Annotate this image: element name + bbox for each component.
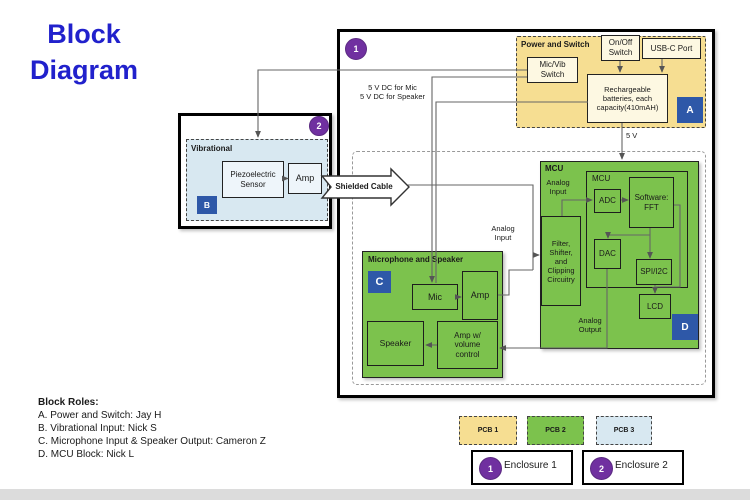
piezoelectric-sensor-box: Piezoelectric Sensor: [222, 161, 284, 198]
badge-a: A: [677, 97, 703, 123]
block-roles-heading: Block Roles:: [38, 397, 99, 408]
usb-c-port-box: USB-C Port: [642, 38, 701, 59]
legend-pcb2: PCB 2: [527, 416, 584, 445]
analog-input-wire-label: Analog Input: [491, 224, 515, 243]
lcd-box: LCD: [639, 294, 671, 319]
mcu-inner-title: MCU: [592, 174, 611, 183]
enclosure-2-marker: 2: [309, 116, 329, 136]
mic-amp-box: Amp: [462, 271, 498, 320]
badge-c: C: [368, 271, 391, 293]
enclosure-1-marker: 1: [345, 38, 367, 60]
speaker-box: Speaker: [367, 321, 424, 366]
block-role-item: B. Vibrational Input: Nick S: [38, 423, 157, 434]
adc-box: ADC: [594, 189, 621, 213]
block-role-item: A. Power and Switch: Jay H: [38, 410, 162, 421]
mic-box: Mic: [412, 284, 458, 310]
software-fft-box: Software: FFT: [629, 177, 674, 228]
spi-i2c-box: SPI/I2C: [636, 259, 672, 285]
block-role-item: D. MCU Block: Nick L: [38, 449, 135, 460]
legend-enclosure-2-marker: 2: [590, 457, 613, 480]
legend-pcb3: PCB 3: [596, 416, 652, 445]
badge-b: B: [197, 196, 217, 214]
legend-enclosure-1-label: Enclosure 1: [504, 460, 557, 471]
analog-output-label: Analog Output: [578, 316, 602, 335]
mic-vib-switch-box: Mic/Vib Switch: [527, 57, 578, 83]
legend-enclosure-2: 2 Enclosure 2: [582, 450, 684, 485]
amp-volume-box: Amp w/ volume control: [437, 321, 498, 369]
five-v-label: 5 V: [626, 131, 638, 140]
batteries-box: Rechargeable batteries, each capacity(41…: [587, 74, 668, 123]
mcu-title: MCU: [545, 164, 564, 173]
legend-pcb1: PCB 1: [459, 416, 517, 445]
filter-box: Filter, Shifter, and Clipping Circuitry: [541, 216, 581, 306]
legend-enclosure-1-marker: 1: [479, 457, 502, 480]
power-block-title: Power and Switch: [521, 40, 590, 49]
block-roles: Block Roles: A. Power and Switch: Jay H …: [38, 396, 266, 461]
bottom-strip: [0, 489, 750, 500]
mic-speaker-title: Microphone and Speaker: [368, 255, 464, 264]
mcu-analog-input-label: Analog Input: [546, 178, 570, 197]
legend-enclosure-2-label: Enclosure 2: [615, 460, 668, 471]
vibrational-title: Vibrational: [191, 144, 233, 153]
vibrational-amp-box: Amp: [288, 163, 322, 194]
enclosure-1-outline: [337, 29, 715, 398]
dac-box: DAC: [594, 239, 621, 269]
legend-enclosure-1: 1 Enclosure 1: [471, 450, 573, 485]
supply-wire-labels: 5 V DC for Mic 5 V DC for Speaker: [359, 83, 426, 102]
page-title: Block Diagram: [29, 19, 139, 86]
shielded-cable-label: Shielded Cable: [335, 182, 393, 191]
badge-d: D: [672, 314, 698, 340]
on-off-switch-box: On/Off Switch: [601, 35, 640, 61]
block-role-item: C. Microphone Input & Speaker Output: Ca…: [38, 436, 266, 447]
